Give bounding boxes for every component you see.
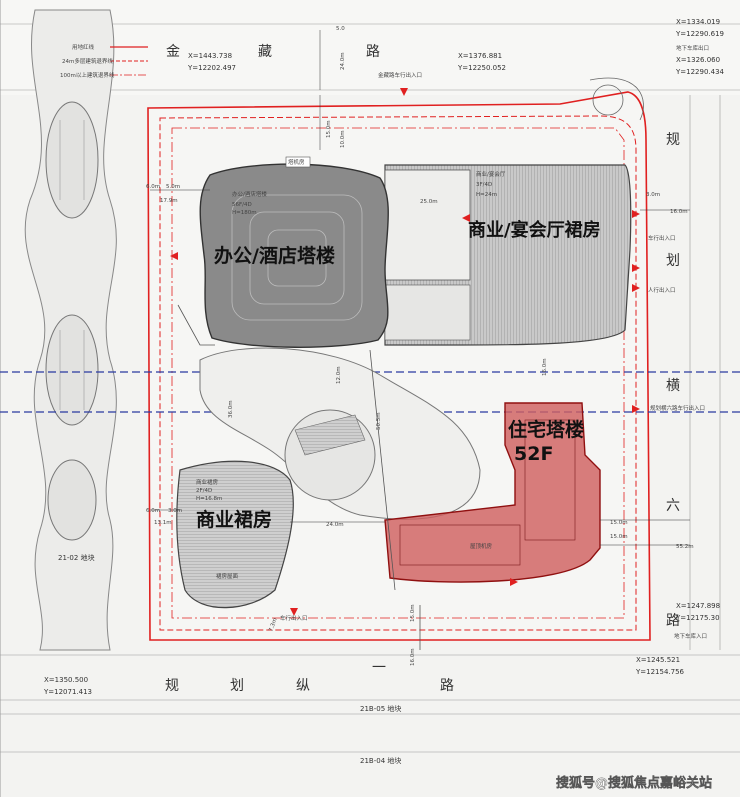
entrance-note-5: 地下车库入口 (674, 632, 707, 640)
south-road-char-5: 路 (440, 678, 454, 694)
oval-structure-2 (45, 314, 99, 426)
dim-24: 7.3m (268, 617, 278, 632)
south-road-char-1: 规 (165, 678, 179, 694)
residential-roof-note: 屋顶机房 (470, 542, 493, 550)
east-road-char-1: 规 (666, 132, 680, 148)
label-commercial-podium: 商业裙房 (196, 508, 272, 531)
entrance-note-6: 车行出入口 (280, 614, 308, 622)
dim-16: 6.0m (146, 508, 160, 514)
dim-13: 50.5m (376, 412, 382, 430)
label-residential-floors: 52F (514, 443, 553, 465)
entrance-note-7: 规划横六路车行出入口 (650, 404, 705, 412)
dim-7: 17.9m (160, 198, 178, 204)
dim-3: 15.0m (326, 120, 332, 138)
dim-2: 24.0m (340, 52, 346, 70)
coord-4-y: Y=12290.434 (675, 68, 725, 76)
coord-7-x: X=1247.898 (676, 602, 720, 610)
parcel-west: 21-02 地块 (58, 553, 95, 562)
south-road-char-4: 一 (372, 660, 386, 676)
dim-5: 6.0m (146, 184, 160, 190)
podium-atrium (384, 169, 471, 281)
dim-4: 10.0m (340, 130, 346, 148)
dim-6: 5.0m (166, 184, 180, 190)
dim-21: 55.2m (676, 544, 694, 550)
legend-item-3: 100m以上建筑退界线 (60, 71, 115, 79)
dim-9: 3.0m (646, 192, 660, 198)
entrance-note-3: 车行出入口 (648, 234, 676, 242)
entrance-note-2: 地下车库出口 (676, 44, 709, 52)
dim-8: 25.0m (420, 199, 438, 205)
dim-14: 16.0m (542, 358, 548, 376)
coord-3-x: X=1334.019 (676, 18, 720, 26)
north-road-char-1: 金 (166, 44, 180, 60)
coord-4-x: X=1326.060 (676, 56, 720, 64)
watermark: 搜狐号@搜狐焦点嘉峪关站 (556, 775, 712, 791)
dim-18: 13.1m (154, 520, 172, 526)
dim-15: 24.0m (326, 522, 344, 528)
east-road-char-5: 路 (666, 613, 680, 629)
residential-tower (384, 402, 601, 583)
coord-6-x: X=1245.521 (636, 656, 680, 664)
dim-12: 36.0m (228, 400, 234, 418)
coord-6-y: Y=12154.756 (635, 668, 685, 676)
south-road-char-3: 纵 (296, 678, 310, 694)
coord-5-y: Y=12071.413 (43, 688, 92, 696)
podium-note-3: H=16.8m (196, 496, 222, 502)
coord-2-y: Y=12250.052 (457, 64, 506, 72)
setback-line-24m (159, 115, 637, 631)
lobby-note: 塔机房 (288, 158, 305, 166)
plaza-ramp (294, 414, 366, 456)
parcel-south-2: 21B-04 地块 (360, 756, 401, 765)
commercial-note-2: 3F/4D (476, 182, 492, 188)
label-residential-tower: 住宅塔楼 (508, 418, 584, 441)
parcel-south: 21B-05 地块 (360, 704, 401, 713)
dim-1: 5.0 (336, 26, 345, 32)
legend-item-1: 用地红线 (72, 43, 95, 51)
podium-note-2: 2F/4D (196, 488, 212, 494)
setback-line-100m (171, 127, 625, 619)
oval-structure-3 (47, 459, 97, 541)
office-note-3: H=180m (232, 210, 257, 216)
dim-17: 3.0m (168, 508, 182, 514)
coord-1-x: X=1443.738 (188, 52, 232, 60)
coord-1-y: Y=12202.497 (187, 64, 236, 72)
coord-5-x: X=1350.500 (44, 676, 88, 684)
east-road-char-3: 横 (666, 378, 680, 394)
label-commercial-banquet-podium: 商业/宴会厅裙房 (468, 219, 601, 241)
legend-item-2: 24m多层建筑退界线 (62, 57, 113, 65)
coord-7-y: Y=12175.30 (675, 614, 720, 622)
office-hotel-tower (199, 163, 389, 348)
dim-11: 12.0m (336, 366, 342, 384)
south-road-char-2: 划 (230, 678, 244, 694)
entrance-note-4: 人行出入口 (648, 286, 676, 294)
commercial-podium (176, 460, 294, 609)
podium-roof-note: 裙房屋面 (216, 572, 239, 580)
commercial-note-1: 商业/宴会厅 (476, 170, 506, 178)
commercial-note-3: H=24m (476, 192, 497, 198)
coord-2-x: X=1376.881 (458, 52, 502, 60)
label-office-hotel-tower: 办公/酒店塔楼 (214, 244, 335, 267)
oval-structure-1 (45, 101, 99, 219)
north-road-char-3: 路 (366, 44, 380, 60)
dim-19: 15.0m (610, 520, 628, 526)
legend: 用地红线 24m多层建筑退界线 100m以上建筑退界线 (60, 43, 148, 79)
dim-10: 16.0m (670, 209, 688, 215)
dim-23: 16.0m (410, 648, 416, 666)
east-road-char-2: 划 (666, 253, 680, 269)
coord-3-y: Y=12290.619 (675, 30, 724, 38)
dim-22: 15.0m (410, 604, 416, 622)
north-road-char-2: 藏 (258, 44, 272, 60)
east-road-char-4: 六 (666, 498, 680, 514)
podium-note-1: 商业裙房 (196, 478, 219, 486)
office-note-2: 56F/4D (232, 202, 252, 208)
entrance-note-1: 金藏路车行出入口 (378, 71, 422, 79)
dim-20: 15.0m (610, 534, 628, 540)
office-note-1: 办公/酒店塔楼 (232, 190, 267, 198)
